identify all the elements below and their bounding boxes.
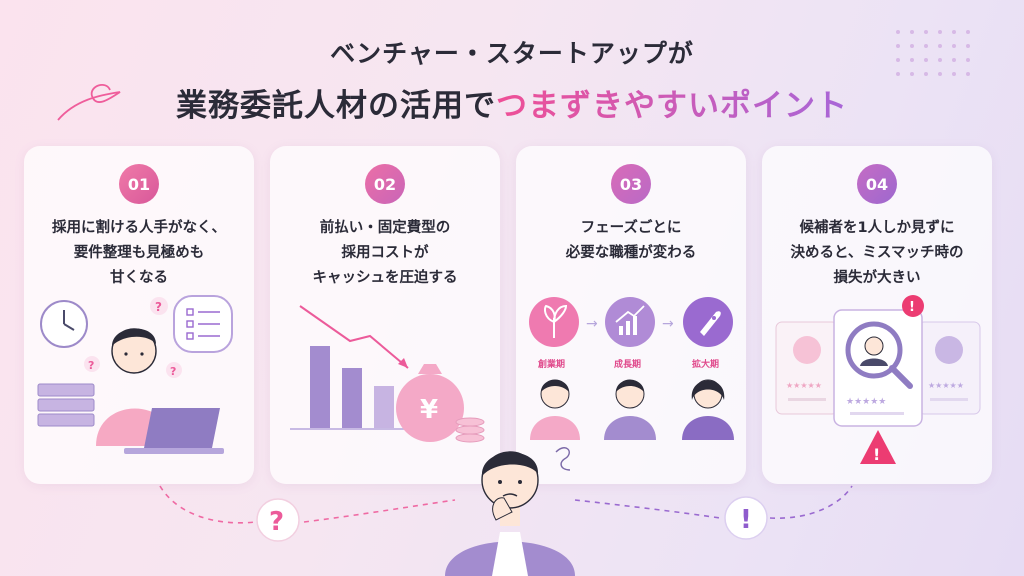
exclamation-mark: ! [873,445,880,464]
warning-triangle-icon: ! [860,430,896,464]
declining-bar-chart-icon [290,305,420,430]
connector-line-left [159,485,269,524]
card-text-line: 採用に割ける人手がなく、 [52,220,226,236]
card-badge: 01 [119,164,159,204]
rating-stars-icon: ★★★★★ [786,381,822,390]
checklist-bubble-icon [173,295,233,353]
card-badge: 03 [611,164,651,204]
card-text-line: 前払い・固定費型の [319,220,451,236]
card-text-line: 損失が大きい [833,270,921,286]
card-text: フェーズごとに 必要な職種が変わる [526,216,736,266]
card-text-line: 決めると、ミスマッチ時の [790,245,964,261]
connector-line-right-mid [574,499,721,519]
card-badge: 04 [857,164,897,204]
exclamation-mark: ! [740,505,752,535]
card-text-line: 採用コストが [341,245,429,261]
arrow-right-icon: → [586,316,598,332]
exclamation-circle-icon: ! [724,496,768,540]
clock-icon [40,300,88,348]
card-badge: 02 [365,164,405,204]
connector-line-right [769,485,853,519]
title-main: 業務委託人材の活用で [176,88,496,124]
candidate-profile-right: ★★★★★ [917,321,981,415]
rating-stars-icon: ★★★★★ [928,381,964,390]
card-04-illustration: ★★★★★ ★★★★★ ★★★★★ ! ! [775,295,981,464]
connector-line-left-mid [303,499,456,523]
yen-symbol: ¥ [420,395,438,425]
squiggle-doodle [57,83,121,121]
arrow-right-icon: → [662,316,674,332]
rocket-stage-icon [683,297,733,347]
card-text-line: 要件整理も見極めも [73,245,205,261]
confusion-swirl-icon [555,447,571,471]
sprout-stage-icon [529,297,579,347]
stage-label-expansion: 拡大期 [692,358,719,370]
person-founding-illustration [530,379,580,440]
card-text: 候補者を1人しか見ずに 決めると、ミスマッチ時の 損失が大きい [772,216,982,291]
card-text: 前払い・固定費型の 採用コストが キャッシュを圧迫する [280,216,490,291]
stage-label-growth: 成長期 [614,358,641,370]
card-01-illustration: ? ? ? [37,295,233,454]
question-marks-decoration: ? ? ? [84,297,182,378]
question-mark: ? [88,359,94,372]
card-03-illustration: → → 創業期 成長期 拡大期 [529,297,734,440]
exclamation-mark: ! [909,300,915,315]
money-bag-icon: ¥ [396,364,464,442]
stage-label-founding: 創業期 [537,358,565,370]
card-text-line: キャッシュを圧迫する [312,270,458,286]
title-line-2: 業務委託人材の活用でつまずきやすいポイント [0,80,1024,125]
alert-badge-icon: ! [902,295,924,317]
coin-stack-icon [455,417,485,443]
question-mark: ? [269,507,284,537]
question-mark: ? [155,300,162,314]
growth-chart-stage-icon [605,297,655,347]
card-01: 01 採用に割ける人手がなく、 要件整理も見極めも 甘くなる ? ? ? [24,146,254,484]
question-mark: ? [170,365,176,378]
card-text-line: 候補者を1人しか見ずに [799,220,955,236]
candidate-profile-center: ★★★★★ [833,309,923,427]
card-02: 02 前払い・固定費型の 採用コストが キャッシュを圧迫する ¥ [270,146,500,484]
laptop-icon [124,408,224,454]
title-highlight: つまずきやすいポイント [496,88,848,124]
rating-stars-icon: ★★★★★ [846,397,886,407]
question-circle-icon: ? [256,498,300,542]
card-text-line: フェーズごとに [580,220,682,236]
card-03: 03 フェーズごとに 必要な職種が変わる → → 創業期 成長期 拡大期 [516,146,746,484]
card-text-line: 必要な職種が変わる [565,245,697,261]
confused-person-illustration [445,451,575,576]
server-stack-icon [37,383,95,427]
person-growth-illustration [604,379,656,440]
person-expansion-illustration [682,379,734,440]
card-04: 04 候補者を1人しか見ずに 決めると、ミスマッチ時の 損失が大きい ★★★★★… [762,146,992,484]
dot-grid-decoration [896,30,970,76]
card-text-line: 甘くなる [110,270,168,286]
title-line-1: ベンチャー・スタートアップが [330,39,694,68]
card-02-illustration: ¥ [290,305,485,443]
card-text: 採用に割ける人手がなく、 要件整理も見極めも 甘くなる [34,216,244,291]
